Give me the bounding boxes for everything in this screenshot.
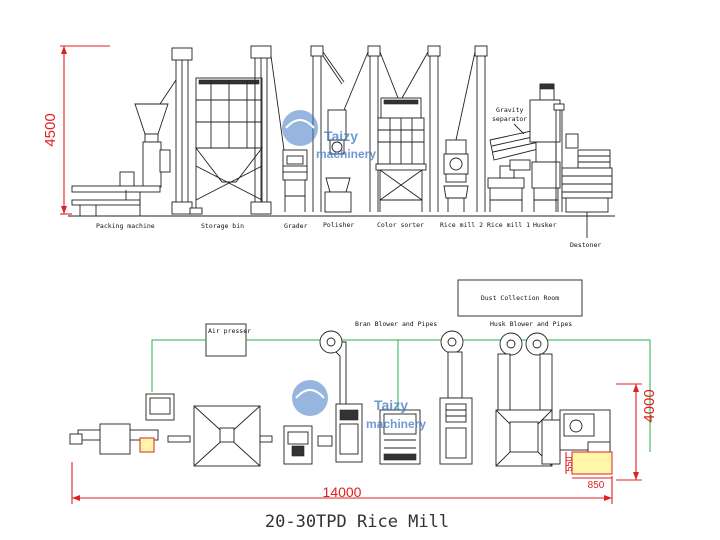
watermark-sub-lower: machinery — [366, 417, 426, 431]
label-gravity-separator-2: separator — [492, 115, 527, 123]
rice-mill-2 — [443, 139, 469, 212]
watermark-sub: machinery — [316, 147, 376, 161]
depth-dimension — [616, 383, 642, 481]
polisher — [324, 109, 352, 213]
middle-blower — [440, 330, 464, 399]
bucket-elevator-2 — [250, 45, 285, 215]
watermark-lower: Taizy machinery — [292, 380, 426, 431]
label-air-presser: Air presser — [208, 327, 251, 335]
elevation-view: 4500 Packing machine Storage bin Grader … — [42, 45, 615, 249]
dust-collection-room — [457, 279, 583, 317]
watermark-logo-lower — [292, 380, 328, 416]
bran-blower — [319, 330, 347, 406]
watermark-logo — [282, 110, 318, 146]
label-packing-machine: Packing machine — [96, 222, 155, 230]
rice-mill-2-plan — [439, 397, 473, 465]
label-husker: Husker — [533, 221, 557, 229]
air-pipe — [151, 339, 651, 452]
label-storage-bin: Storage bin — [201, 222, 244, 230]
watermark-brand: Taizy — [324, 128, 358, 144]
label-grader: Grader — [284, 222, 308, 230]
label-color-sorter: Color sorter — [377, 221, 424, 229]
packing-line-plan — [69, 393, 191, 455]
watermark-brand-lower: Taizy — [374, 397, 408, 413]
plan-view: Dust Collection Room Air presser Bran Bl… — [69, 279, 658, 504]
storage-bin-plan — [193, 405, 273, 467]
husk-blower — [497, 332, 553, 411]
grader — [282, 149, 308, 212]
grader-plan — [283, 425, 313, 465]
destoner — [561, 133, 613, 238]
height-dimension-label: 4500 — [42, 113, 59, 146]
drawing-title: 20-30TPD Rice Mill — [265, 512, 449, 532]
label-bran-blower: Bran Blower and Pipes — [355, 320, 437, 328]
label-rice-mill-1: Rice mill 1 — [487, 221, 530, 229]
packing-machine — [71, 103, 171, 216]
packing-marker — [139, 437, 155, 453]
label-dust-collection-room: Dust Collection Room — [481, 294, 559, 302]
label-polisher: Polisher — [323, 221, 354, 229]
depth-dimension-label: 4000 — [641, 389, 658, 422]
color-sorter — [375, 97, 427, 212]
husker-plan — [495, 409, 561, 467]
bucket-elevator-5 — [401, 45, 441, 212]
label-rice-mill-2: Rice mill 2 — [440, 221, 483, 229]
width-dimension — [71, 462, 613, 504]
width-dimension-label: 14000 — [323, 484, 362, 500]
rice-mill-1 — [487, 165, 525, 212]
storage-bin — [189, 77, 269, 215]
label-gravity-separator-1: Gravity — [496, 106, 523, 114]
color-sorter-plan — [379, 409, 421, 465]
height-dimension — [60, 45, 110, 215]
label-husk-blower: Husk Blower and Pipes — [490, 320, 572, 328]
hopper-width-label: 850 — [588, 480, 605, 491]
hopper-depth-label: 550 — [564, 456, 574, 471]
intake-hopper — [571, 451, 613, 475]
polisher-plan — [317, 403, 363, 463]
bucket-elevator-6 — [455, 45, 488, 212]
watermark-upper: Taizy machinery — [282, 110, 376, 161]
label-destoner: Destoner — [570, 241, 601, 249]
bucket-elevator-1 — [159, 47, 193, 215]
